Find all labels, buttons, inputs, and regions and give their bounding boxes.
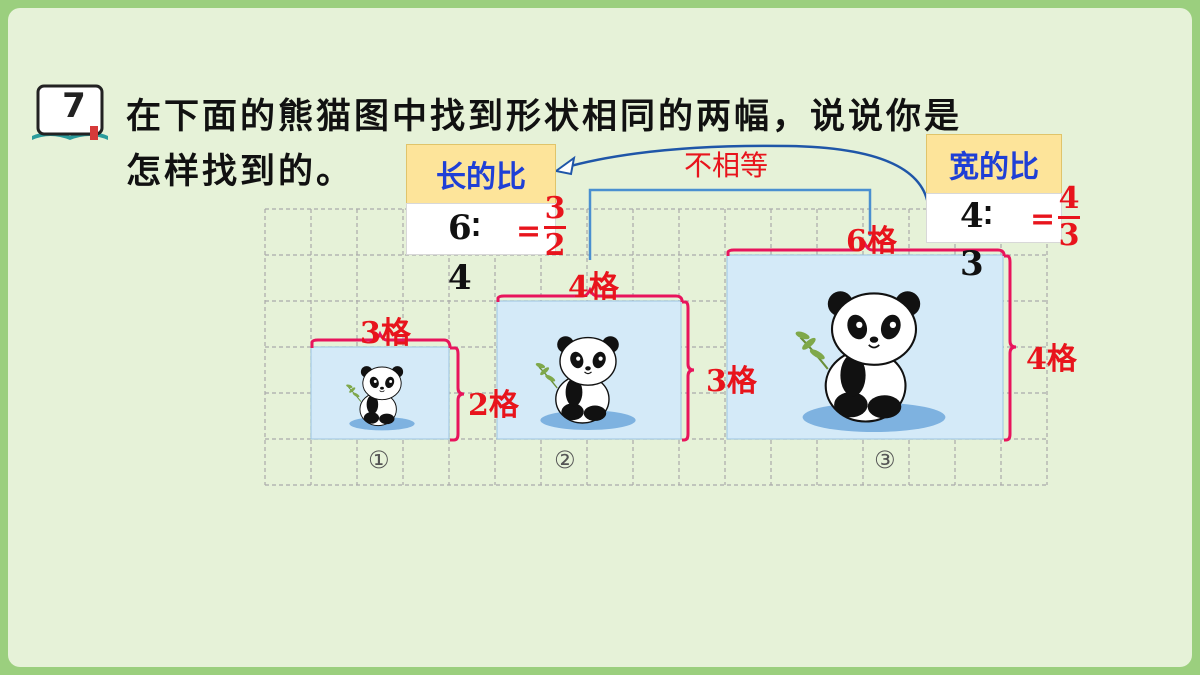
width-ratio-right: 3	[960, 244, 984, 284]
not-equal-label: 不相等	[684, 149, 769, 182]
panel-3	[726, 240, 1017, 442]
fraction-bar	[544, 226, 566, 229]
width-ratio-den: 3	[1058, 218, 1080, 253]
width-ratio-num: 4	[1058, 181, 1080, 216]
panel-1-height-label: 2格	[468, 388, 519, 423]
panel-3-marker: ③	[874, 446, 896, 474]
panda-figures	[310, 144, 1017, 442]
length-ratio-box	[406, 203, 556, 255]
length-ratio-fraction: 3 2	[544, 194, 566, 261]
connector-line	[588, 188, 872, 260]
book-icon	[32, 84, 108, 140]
question-line-2: 怎样找到的。	[126, 151, 355, 192]
panel-1-width-label: 3格	[360, 316, 411, 351]
panel-1-marker: ①	[368, 446, 390, 474]
length-ratio-num: 3	[544, 191, 566, 226]
panel-3-height-label: 4格	[1026, 342, 1077, 377]
question-number: 7	[62, 86, 86, 126]
panel-2	[496, 286, 695, 442]
question-line-1: 在下面的熊猫图中找到形状相同的两幅，说说你是	[126, 96, 963, 137]
width-ratio-title: 宽的比	[926, 134, 1062, 194]
length-ratio-den: 2	[544, 228, 566, 263]
curved-arrow	[562, 144, 930, 205]
panel-2-marker: ②	[554, 446, 576, 474]
width-ratio-fraction: 4 3	[1058, 184, 1080, 251]
width-ratio-box	[926, 193, 1062, 243]
fraction-bar	[1058, 216, 1080, 219]
panel-2-height-label: 3格	[706, 364, 757, 399]
panel-2-width-label: 4格	[568, 270, 619, 305]
slide: 7 在下面的熊猫图中找到形状相同的两幅，说说你是 怎样找到的。	[8, 8, 1192, 667]
arrow-head-icon	[553, 155, 576, 176]
panel-1	[310, 330, 465, 442]
length-ratio-eq: =	[516, 214, 542, 249]
panel-3-width-label: 6格	[846, 224, 897, 259]
length-ratio-title: 长的比	[406, 144, 556, 204]
width-ratio-eq: =	[1030, 202, 1056, 237]
length-ratio-right: 4	[448, 258, 472, 298]
length-ratio-left: 6∶	[448, 208, 481, 248]
width-ratio-left: 4∶	[960, 196, 993, 236]
